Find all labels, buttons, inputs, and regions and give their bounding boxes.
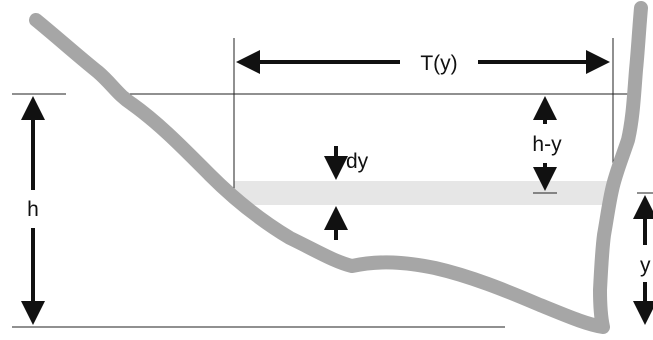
h-label: h	[27, 198, 39, 221]
t-label: T(y)	[420, 52, 457, 75]
h-y-label: h-y	[532, 133, 562, 156]
dy-label: dy	[346, 150, 369, 173]
y-label: y	[640, 254, 651, 277]
channel-outline	[29, 1, 648, 334]
